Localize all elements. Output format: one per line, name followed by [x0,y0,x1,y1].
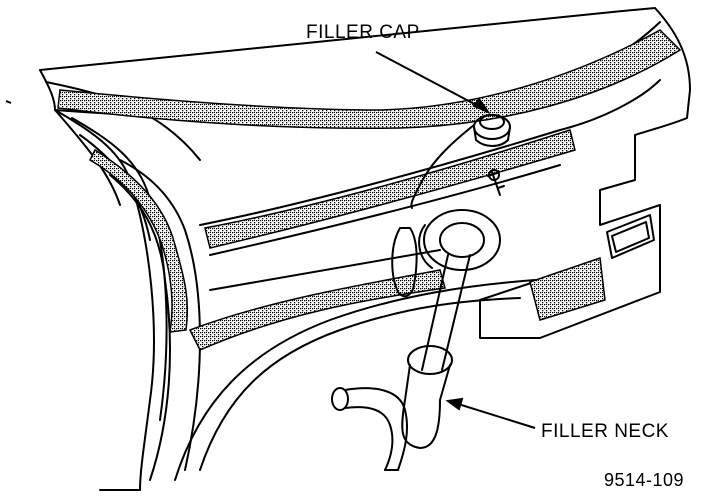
door-edge [119,159,201,471]
vent-hose-lower [344,406,394,471]
quarter-panel-outline [39,7,691,339]
pillar-outer [54,109,155,491]
upper-trim-strip [57,29,682,130]
filler-neck-body [401,364,451,449]
wheel-arch-outer [174,279,536,481]
body-crease-lower [209,164,561,256]
vent-hose-end [331,387,349,411]
rear-trim-strip [529,256,606,321]
filler-cap-top [479,114,505,130]
roof-line [54,109,121,206]
vent-hose [344,387,408,471]
figure-id: 9514-109 [604,470,685,490]
pillar-trim-strip [89,148,189,333]
fuel-door [391,227,418,298]
mid-trim-strip [204,129,576,249]
filler-cap-label: FILLER CAP [306,22,420,43]
filler-housing [423,209,501,271]
filler-cap-leader [375,51,483,109]
filler-cap-arrowhead [472,97,491,115]
filler-cap-body [473,126,511,147]
screw-head [488,169,500,181]
tail-lamp-inner [611,221,650,253]
filler-tube-right [441,254,471,371]
body-crease-upper [199,79,661,226]
wheel-arch-inner [199,297,521,471]
filler-neck-collar [407,345,453,375]
filler-neck-leader [454,402,536,429]
corner-mark [5,100,12,104]
tail-lamp [606,214,655,259]
filler-housing-inner [439,222,485,258]
door-edge-inner [109,174,171,481]
housing-flange [418,224,433,269]
filler-tube-left [421,254,449,371]
cap-tether [410,124,475,209]
mounting-screw [487,171,505,196]
filler-neck-arrowhead [445,397,464,411]
filler-neck-label: FILLER NECK [541,421,669,442]
